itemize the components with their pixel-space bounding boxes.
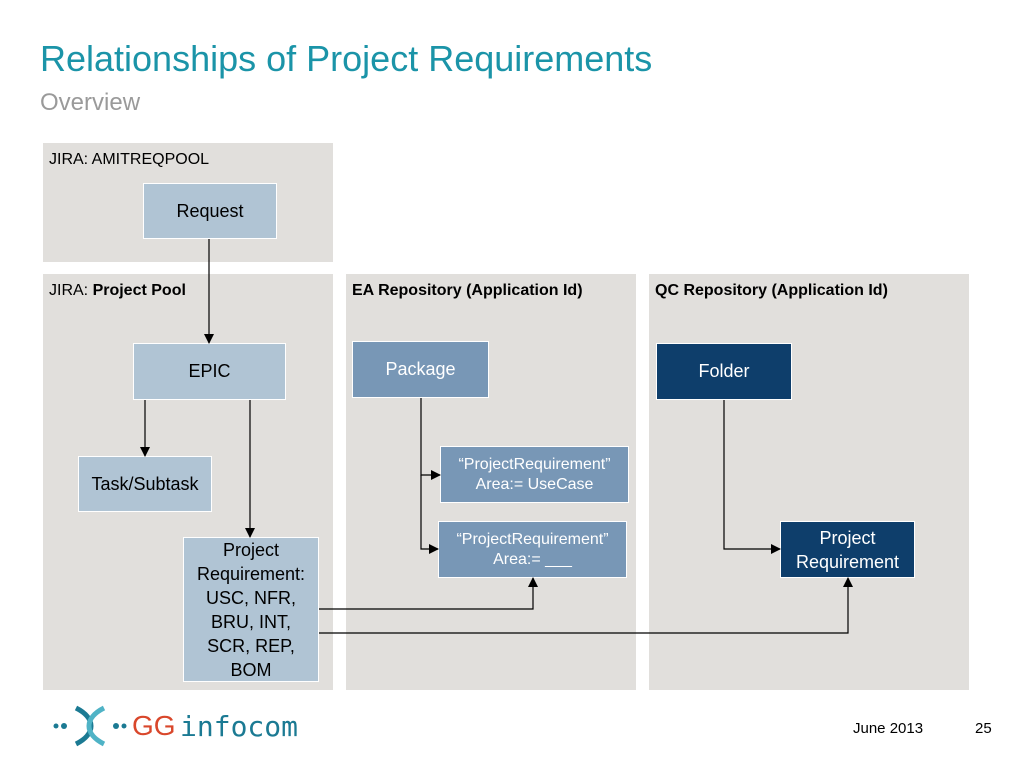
ea-req-usecase-line-2: Area:= UseCase [475,475,594,493]
package-box: Package [352,341,489,398]
folder-box: Folder [656,343,792,400]
ea-req-blank-line-1: “ProjectRequirement” [456,530,609,548]
ea-requirement-usecase-box: “ProjectRequirement” Area:= UseCase [440,446,629,503]
epic-box: EPIC [133,343,286,400]
jira-project-requirement-box: Project Requirement: USC, NFR, BRU, INT,… [183,537,319,682]
qc-pr-line-2: Requirement [795,551,900,572]
jira-pr-line-5: SCR, REP, [207,635,295,656]
qc-project-requirement-box: Project Requirement [780,521,915,578]
request-box: Request [143,183,277,239]
qc-pr-line-1: Project [819,527,876,548]
logo-gg-text: GG [132,710,176,741]
dna-helix-icon [53,705,127,747]
panel-qc-repository: QC Repository (Application Id) [649,274,969,690]
panel-ea-repository-label: EA Repository (Application Id) [352,282,583,299]
slide-title: Relationships of Project Requirements [40,38,653,79]
ea-req-blank-line-2: Area:= ___ [493,550,572,568]
jira-pr-line-3: USC, NFR, [206,587,296,608]
jira-pr-line-4: BRU, INT, [210,611,291,632]
slide-subtitle: Overview [40,89,141,116]
task-subtask-box: Task/Subtask [78,456,212,512]
jira-pr-line-6: BOM [230,659,272,680]
ea-requirement-blank-box: “ProjectRequirement” Area:= ___ [438,521,627,578]
panel-project-pool-label: JIRA: Project Pool [49,282,186,299]
jira-pr-line-1: Project [222,539,280,560]
page-number: 25 [975,720,992,737]
panel-amitreqpool-label: JIRA: AMITREQPOOL [49,151,210,168]
panel-qc-repository-label: QC Repository (Application Id) [655,282,888,299]
gg-infocom-logo: GG infocom [52,704,322,748]
ea-req-usecase-line-1: “ProjectRequirement” [458,455,611,473]
logo-infocom-text: infocom [180,710,299,743]
footer-date: June 2013 [853,720,924,737]
jira-pr-line-2: Requirement: [196,563,306,584]
